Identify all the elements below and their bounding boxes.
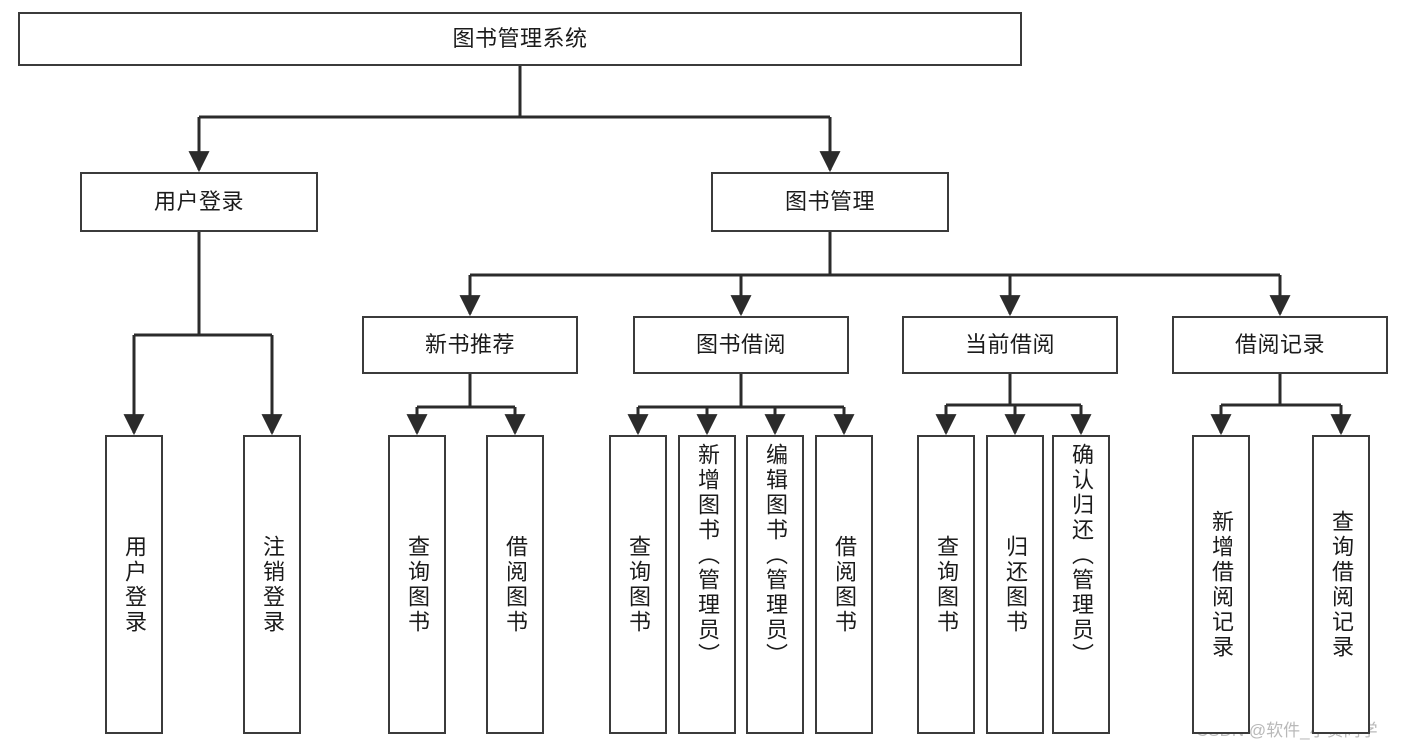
node-label: 归还图书 — [1002, 534, 1028, 635]
node-book-borrow[interactable]: 图书借阅 — [633, 316, 849, 374]
node-label: 新增借阅记录 — [1208, 509, 1234, 660]
node-label: 借阅图书 — [831, 534, 857, 635]
node-leaf-user-logout[interactable]: 注销登录 — [243, 435, 301, 734]
node-leaf-borrow-book-1[interactable]: 借阅图书 — [486, 435, 544, 734]
node-label: 当前借阅 — [964, 332, 1055, 358]
node-book-manage[interactable]: 图书管理 — [711, 172, 949, 232]
node-leaf-edit-book[interactable]: 编辑图书（管理员） — [746, 435, 804, 734]
node-label: 用户登录 — [153, 189, 244, 215]
node-label: 查询借阅记录 — [1328, 509, 1354, 660]
node-label: 图书管理 — [784, 189, 875, 215]
node-leaf-add-record[interactable]: 新增借阅记录 — [1192, 435, 1250, 734]
node-label: 确认归还（管理员） — [1068, 443, 1094, 668]
node-leaf-query-record[interactable]: 查询借阅记录 — [1312, 435, 1370, 734]
node-label: 图书借阅 — [695, 332, 786, 358]
node-label: 用户登录 — [121, 534, 147, 635]
node-leaf-add-book[interactable]: 新增图书（管理员） — [678, 435, 736, 734]
node-label: 图书管理系统 — [452, 26, 588, 52]
node-label: 编辑图书（管理员） — [762, 443, 788, 668]
node-label: 查询图书 — [933, 534, 959, 635]
node-leaf-return-book[interactable]: 归还图书 — [986, 435, 1044, 734]
node-leaf-query-book-3[interactable]: 查询图书 — [917, 435, 975, 734]
node-leaf-confirm-return[interactable]: 确认归还（管理员） — [1052, 435, 1110, 734]
node-user-login[interactable]: 用户登录 — [80, 172, 318, 232]
node-label: 借阅图书 — [502, 534, 528, 635]
node-leaf-query-book-2[interactable]: 查询图书 — [609, 435, 667, 734]
node-label: 查询图书 — [404, 534, 430, 635]
node-borrow-record[interactable]: 借阅记录 — [1172, 316, 1388, 374]
node-label: 查询图书 — [625, 534, 651, 635]
node-label: 借阅记录 — [1234, 332, 1325, 358]
node-label: 注销登录 — [259, 534, 285, 635]
node-root[interactable]: 图书管理系统 — [18, 12, 1022, 66]
node-leaf-user-login[interactable]: 用户登录 — [105, 435, 163, 734]
node-current-borrow[interactable]: 当前借阅 — [902, 316, 1118, 374]
node-label: 新书推荐 — [424, 332, 515, 358]
node-label: 新增图书（管理员） — [694, 443, 720, 668]
node-leaf-query-book-1[interactable]: 查询图书 — [388, 435, 446, 734]
node-leaf-borrow-book-2[interactable]: 借阅图书 — [815, 435, 873, 734]
node-new-book-rec[interactable]: 新书推荐 — [362, 316, 578, 374]
